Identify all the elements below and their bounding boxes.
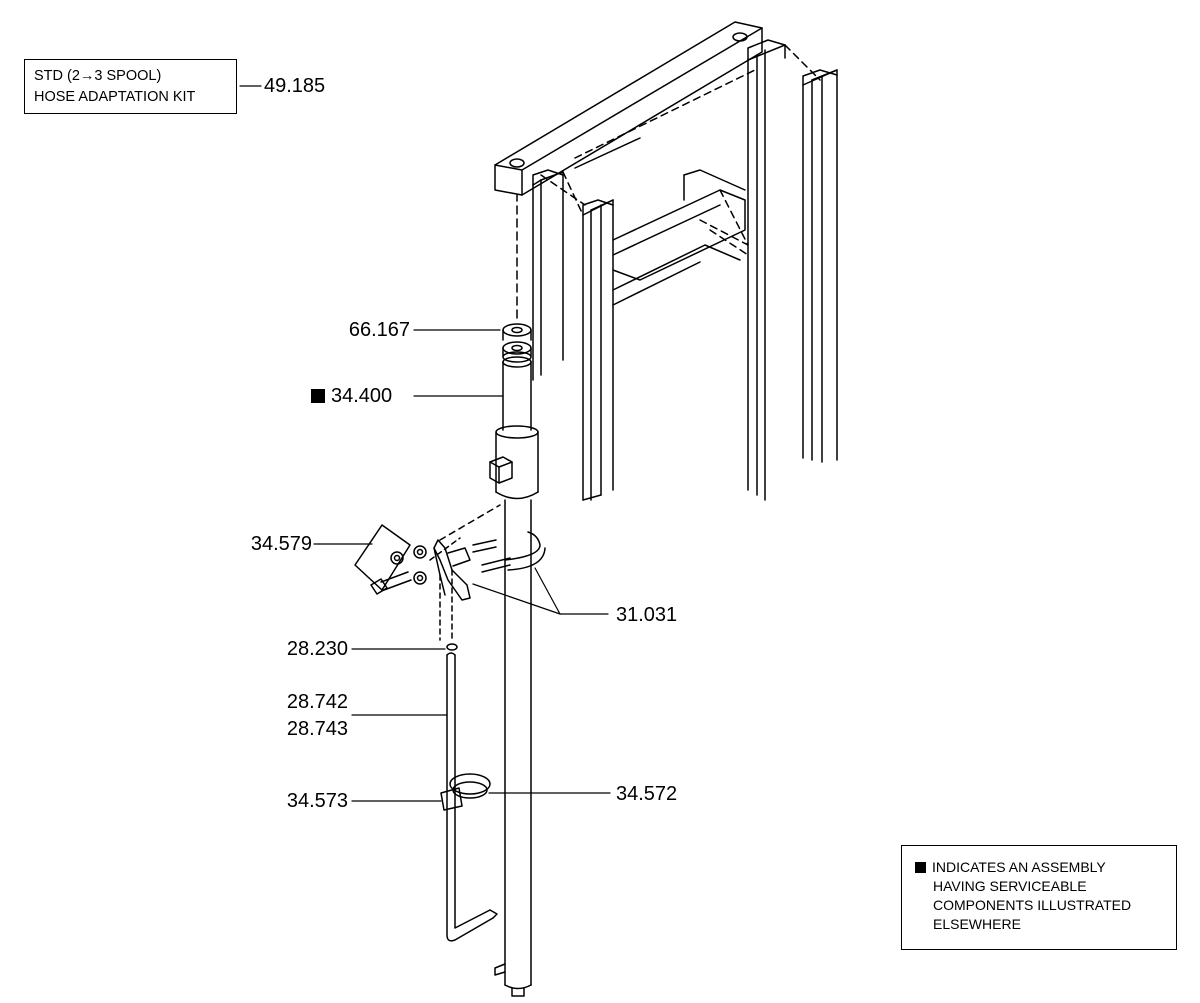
callout-cylinder-assembly: 34.400: [311, 384, 392, 408]
hose-kit-label-box: STD (2→3 SPOOL) HOSE ADAPTATION KIT: [24, 59, 237, 114]
hydraulic-tube: [446, 652, 498, 942]
kit-part-number: 49.185: [264, 75, 326, 97]
kit-title-line1: STD (2→3 SPOOL): [34, 68, 162, 84]
callout-clamp-right: 34.572: [616, 783, 678, 805]
callout-tube-a: 28.742: [286, 691, 348, 713]
callout-clamp-left: 34.573: [286, 790, 348, 812]
legend-line-2: HAVING SERVICEABLE: [933, 878, 1087, 894]
washer-66-167: [502, 323, 532, 363]
legend-text-1: INDICATES AN ASSEMBLY: [932, 859, 1106, 875]
oring-28-230: [446, 643, 458, 651]
tube-clamp: [440, 773, 491, 811]
assembly-square-icon: [915, 862, 926, 873]
callout-fastener-set: 34.579: [250, 533, 312, 555]
lift-cylinder: [489, 356, 539, 997]
legend-note-box: INDICATES AN ASSEMBLY HAVING SERVICEABLE…: [901, 845, 1177, 950]
callout-washer: 66.167: [348, 319, 410, 341]
callout-tube-b: 28.743: [286, 718, 348, 740]
callout-cylinder-number: 34.400: [331, 385, 393, 407]
fastener-set-34-579: [354, 504, 546, 641]
legend-line-4: ELSEWHERE: [933, 916, 1021, 932]
mast-frame: [494, 21, 838, 501]
kit-title-line2: HOSE ADAPTATION KIT: [34, 89, 196, 105]
callout-oring: 28.230: [286, 638, 348, 660]
leader-lines: [239, 85, 611, 802]
assembly-marker-icon: [311, 389, 325, 403]
legend-line-3: COMPONENTS ILLUSTRATED: [933, 897, 1132, 913]
legend-line-1: INDICATES AN ASSEMBLY: [915, 858, 1176, 877]
callout-brackets: 31.031: [616, 604, 678, 626]
